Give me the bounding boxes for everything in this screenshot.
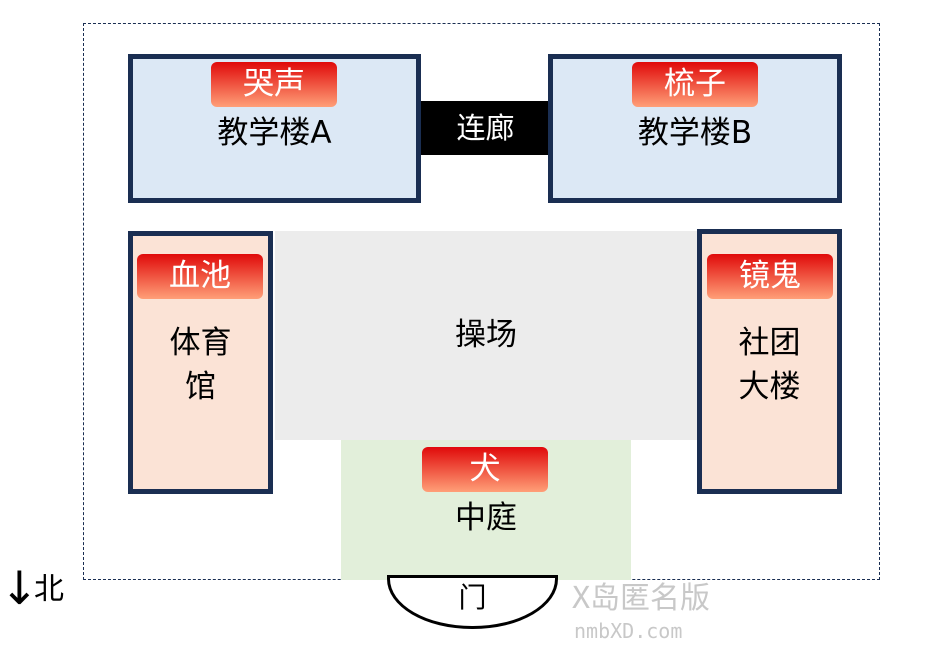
watermark-text: X岛匿名版: [572, 581, 711, 616]
teaching-a-tag: 哭声: [211, 62, 337, 107]
courtyard-label: 中庭: [455, 500, 517, 536]
courtyard-tag: 犬: [422, 447, 548, 492]
watermark-url: nmbXD.com: [574, 619, 683, 643]
club-tag: 镜鬼: [707, 254, 833, 299]
corridor: 连廊: [421, 101, 550, 155]
teaching-b-tag: 梳子: [632, 62, 758, 107]
north-arrow-icon: ↓: [0, 561, 39, 615]
building-label: 体育馆: [169, 325, 232, 405]
playground: 操场: [275, 231, 697, 440]
gate-label: 门: [458, 581, 487, 614]
gate: 门: [387, 575, 558, 629]
gym-tag: 血池: [137, 254, 263, 299]
building-label: 社团大楼: [738, 325, 801, 405]
playground-label: 操场: [455, 317, 517, 353]
building-label: 教学楼B: [637, 115, 753, 151]
north-label: 北: [34, 572, 64, 607]
building-label: 教学楼A: [217, 115, 332, 151]
